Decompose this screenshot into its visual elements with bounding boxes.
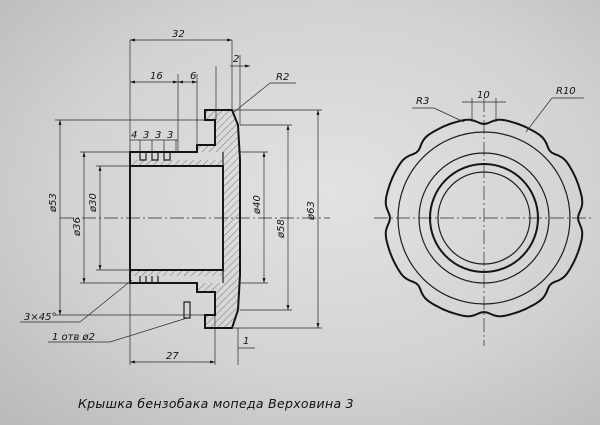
dim-4: 4 (131, 130, 137, 141)
dim-32: 32 (172, 29, 185, 40)
teeth-bottom (139, 276, 159, 283)
dim-phi36: ø36 (72, 217, 83, 237)
dim-r3: R3 (416, 96, 429, 107)
ring-outer (397, 131, 571, 305)
dim-1: 1 (243, 336, 249, 347)
front-view: 10 R3 R10 (374, 86, 594, 346)
scalloped-outline (384, 118, 584, 318)
ring-inner (429, 163, 539, 273)
dim-3-second: 3 (155, 130, 161, 141)
dim-16: 16 (150, 71, 163, 82)
dim-27: 27 (166, 351, 179, 362)
ring-mid (418, 152, 550, 284)
ring-bore (437, 171, 531, 265)
dim-phi63: ø63 (306, 201, 317, 221)
dim-r2: R2 (276, 72, 289, 83)
hatch-skirt-top (130, 160, 223, 166)
section-view: ø53 ø36 ø30 ø40 ø58 ø63 32 2 16 6 4 3 3 … (20, 29, 330, 365)
dim-phi30: ø30 (88, 193, 99, 213)
vent-hole (183, 301, 191, 319)
dim-phi53: ø53 (48, 193, 59, 213)
hatch-wall (223, 160, 240, 275)
dim-phi40: ø40 (252, 195, 263, 215)
dim-10: 10 (477, 90, 490, 101)
dim-3-first: 3 (143, 130, 149, 141)
drawing-caption: Крышка бензобака мопеда Верховина 3 (78, 396, 354, 411)
dim-phi58: ø58 (276, 219, 287, 239)
hatch-skirt-bottom (130, 270, 223, 276)
dim-r10: R10 (556, 86, 576, 97)
dim-6: 6 (190, 71, 196, 82)
teeth-top (139, 152, 171, 161)
hatch-top (197, 110, 240, 160)
hatch-bottom (197, 275, 240, 328)
section-outline (129, 109, 241, 329)
dim-3-third: 3 (167, 130, 173, 141)
dim-hole: 1 отв ø2 (52, 332, 95, 343)
dim-chamfer: 3×45° (24, 312, 56, 323)
dim-2: 2 (233, 54, 239, 65)
